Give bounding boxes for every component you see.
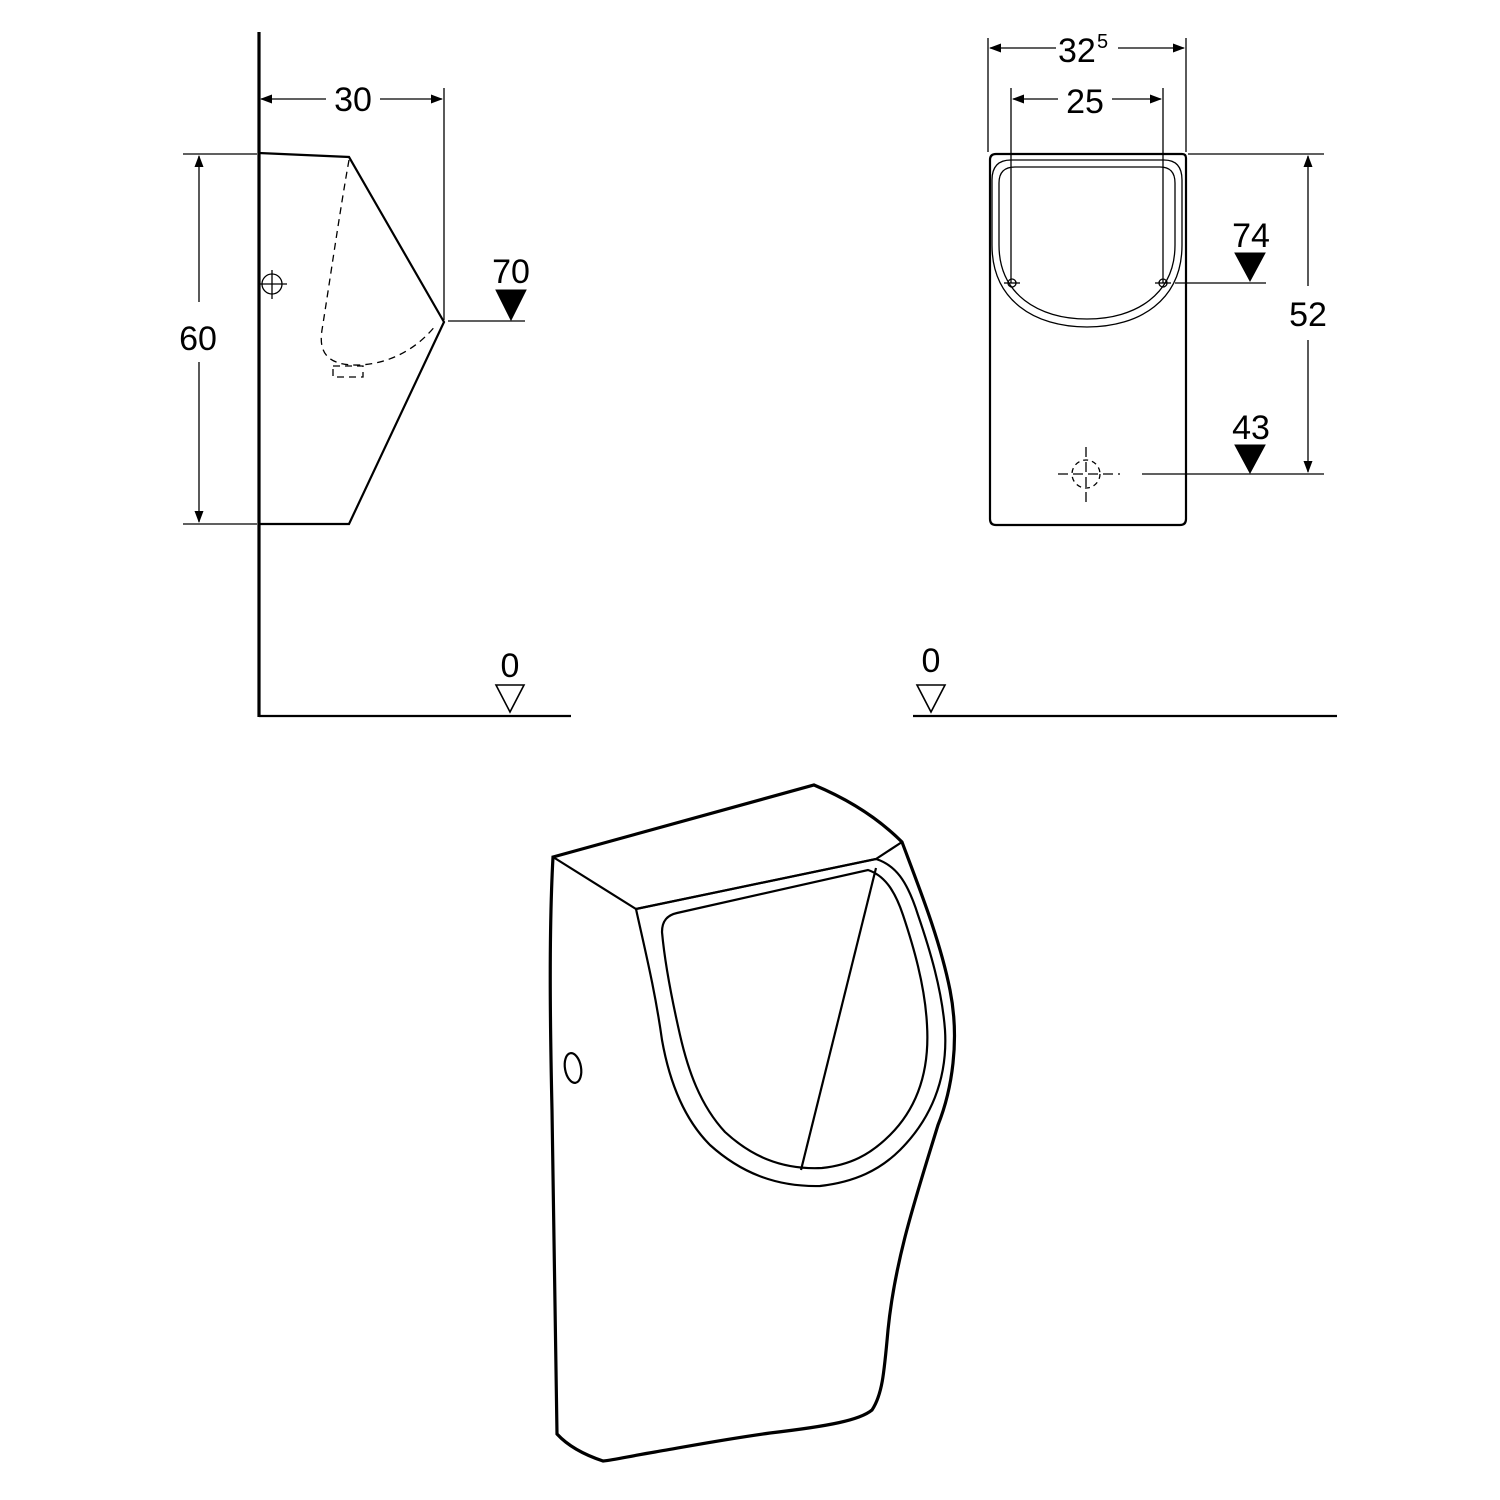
floor-marker-triangle [494,684,526,714]
urinal-perspective-body [548,783,957,1463]
bowl-inner-opening [660,868,929,1170]
side-connection-hole [563,1052,583,1084]
floor-marker-label: 0 [501,647,520,685]
side-view: 30 60 70 0 [179,32,571,718]
dim-label-height: 60 [179,320,217,358]
top-face-edges [552,841,903,911]
urinal-front-outline [988,152,1188,527]
fixing-point-left [1004,278,1020,288]
dim-label-outer-width: 32 [1058,32,1096,70]
bowl-outer-rim [634,857,947,1188]
dim-label-inner-width: 25 [1066,83,1104,121]
perspective-view [548,783,957,1463]
front-floor-marker-label: 0 [922,642,941,680]
level-marker-74-label: 74 [1232,217,1270,255]
dim-label-outer-width-superscript: 5 [1097,31,1108,53]
level-marker-43-label: 43 [1232,409,1270,447]
bowl-opening-inner [998,166,1176,320]
outlet-symbol [1058,447,1120,505]
urinal-side-profile [258,151,446,526]
level-marker-70-triangle [495,289,527,322]
bowl-opening-outer [991,159,1183,328]
level-marker-74-triangle [1234,252,1266,283]
dim-label-width: 30 [334,81,372,119]
hidden-outlet [332,365,364,378]
dim-label-front-height: 52 [1289,296,1327,334]
level-marker-43-triangle [1234,444,1266,475]
water-connection-symbol [258,270,287,299]
level-marker-70-label: 70 [492,253,530,291]
front-floor-marker-triangle [915,684,947,714]
hidden-bowl-contour [320,159,437,366]
bowl-back-ridge [799,867,878,1171]
front-view: 32 5 25 52 74 43 0 [913,31,1337,718]
